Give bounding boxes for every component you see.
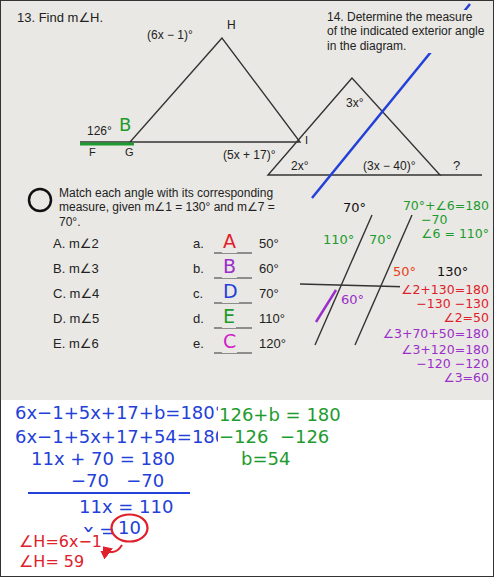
- problem-heading: 14. Determine the measure of the indicat…: [326, 10, 486, 53]
- paper-ground: [0, 400, 494, 577]
- match-item: C. m∠4: [52, 286, 100, 302]
- handwritten-work: ∠3+120=180: [400, 342, 490, 357]
- handwritten-angle: 60°: [340, 292, 365, 308]
- choice-measure: 50°: [258, 236, 280, 252]
- handwritten-angle: 70°: [342, 200, 367, 216]
- angle-label: 126°: [86, 124, 113, 138]
- answer-value: 10: [110, 517, 149, 539]
- handwritten-work: ∠2=50: [442, 310, 490, 325]
- handwritten-work: −120 −120: [415, 356, 490, 371]
- choice-letter: a.: [192, 236, 205, 252]
- choice-measure: 70°: [258, 286, 280, 302]
- match-item: A. m∠2: [52, 236, 100, 252]
- handwritten-answer: B: [222, 255, 237, 278]
- circled-answer: 10: [110, 513, 149, 543]
- circle-mark: [29, 189, 51, 211]
- problem-heading: Match each angle with its corresponding …: [58, 186, 296, 229]
- handwritten-work: ∠6 = 110°: [420, 226, 490, 241]
- triangle-figure: [268, 78, 440, 175]
- handwritten-answer: D: [222, 280, 239, 303]
- handwritten-work: ∠3=60: [442, 370, 490, 385]
- handwritten-angle: 110°: [322, 232, 355, 248]
- choice-letter: c.: [192, 286, 204, 302]
- vertex-label: H: [226, 18, 237, 32]
- angle-label: 2x°: [290, 159, 309, 173]
- handwritten-note: B: [118, 114, 132, 136]
- handwritten-work: −130 −130: [415, 296, 490, 311]
- match-item: B. m∠3: [52, 261, 100, 277]
- choice-measure: 120°: [258, 336, 287, 352]
- transversal-line: [300, 284, 412, 287]
- answer-blank: [214, 253, 252, 353]
- choice-letter: b.: [192, 261, 205, 277]
- match-item: E. m∠6: [52, 336, 100, 352]
- choice-letter: e.: [192, 336, 205, 352]
- handwritten-work: −126 −126: [218, 426, 330, 448]
- handwritten-angle: 70°: [368, 232, 393, 248]
- division-bar: [28, 492, 190, 494]
- handwritten-work: 11x + 70 = 180: [30, 448, 176, 470]
- handwritten-work: ∠2+130=180: [400, 282, 490, 297]
- triangle-figure: [130, 38, 300, 142]
- choice-measure: 60°: [258, 261, 280, 277]
- photo-ground: [0, 0, 494, 400]
- choice-measure: 110°: [258, 311, 286, 327]
- handwritten-work: 6x−1+5x+17+54=180°: [14, 426, 236, 448]
- handwritten-work: 6x−1+5x+17+b=180°: [14, 402, 225, 424]
- extended-side: [80, 141, 130, 142]
- angle-label: 3x°: [345, 96, 364, 110]
- handwritten-answer: C: [222, 330, 237, 353]
- handwritten-work: ∠H= 59: [18, 552, 85, 571]
- handwritten-angle: 50°: [392, 264, 417, 280]
- choice-letter: d.: [192, 311, 205, 327]
- handwritten-answer: E: [222, 305, 236, 328]
- angle-label: ?: [452, 158, 461, 174]
- angle-label: (5x + 17)°: [222, 148, 277, 162]
- substitution-arrow: [100, 545, 122, 552]
- vertex-label: F: [88, 146, 97, 159]
- handwritten-work: 70°+∠6=180: [402, 198, 490, 213]
- handwritten-work: b=54: [240, 448, 291, 470]
- handwritten-work: ∠H=6x−1: [18, 532, 103, 551]
- angle-label: (6x − 1)°: [146, 28, 194, 42]
- handwritten-work: 126+b = 180: [218, 404, 342, 426]
- vertex-label: G: [124, 146, 135, 159]
- handwritten-answer: A: [222, 230, 237, 253]
- extended-side: [440, 174, 482, 175]
- match-item: D. m∠5: [52, 311, 100, 327]
- vertex-label: I: [304, 134, 309, 147]
- handwritten-work: −70: [420, 212, 448, 227]
- problem-heading: 13. Find m∠H.: [16, 10, 104, 26]
- handwritten-work: −70 −70: [70, 470, 165, 492]
- handwritten-work: ∠3+70+50=180: [382, 326, 490, 341]
- handwritten-angle: 130°: [436, 264, 469, 280]
- angle-label: (3x − 40)°: [362, 159, 417, 173]
- highlight-stroke: [316, 290, 336, 322]
